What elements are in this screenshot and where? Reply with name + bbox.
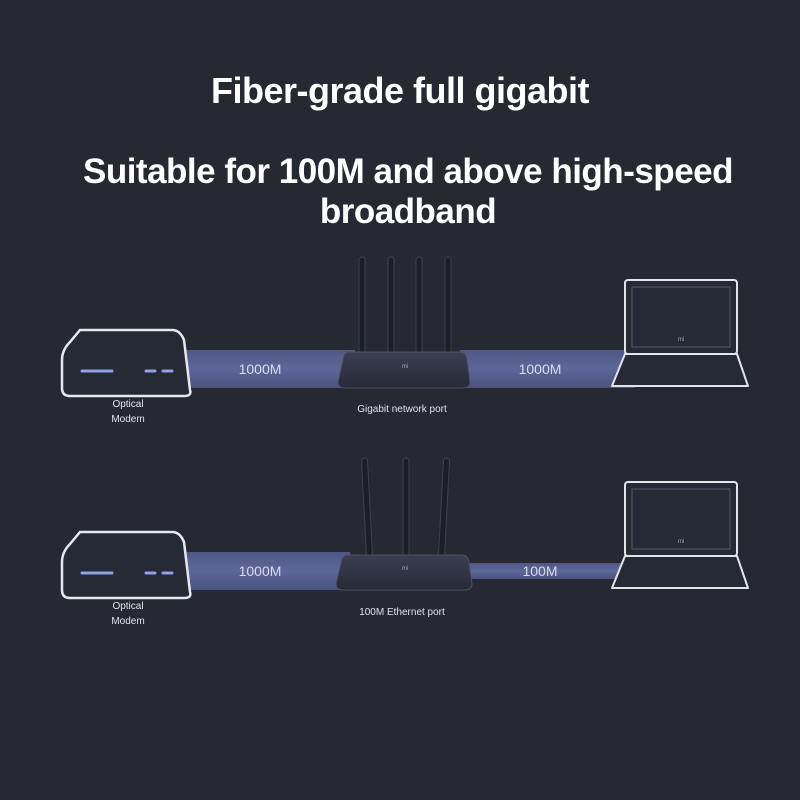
antenna-2 — [402, 457, 410, 559]
link-speed-left: 1000M — [239, 361, 282, 377]
antenna-2 — [387, 256, 395, 358]
link-band-modem-router — [180, 552, 350, 590]
scenario-gigabit: Optical Modem mi Gigabit network port 10… — [60, 256, 749, 425]
antenna-1 — [361, 457, 373, 559]
modem-label-line1: Optical — [112, 601, 143, 612]
router-gigabit: mi — [337, 256, 471, 389]
laptop-base — [611, 555, 749, 589]
link-speed-left: 1000M — [239, 563, 282, 579]
router-logo: mi — [402, 566, 408, 572]
router-logo: mi — [402, 364, 408, 370]
link-band-router-laptop-narrow — [466, 563, 631, 579]
antenna-4 — [444, 256, 452, 358]
page-subtitle: Suitable for 100M and above high-speed b… — [82, 152, 734, 231]
laptop-logo: mi — [678, 337, 684, 343]
modem-label-line2: Modem — [111, 414, 144, 425]
laptop: mi — [611, 279, 749, 387]
optical-modem — [60, 328, 192, 398]
antenna-1 — [358, 256, 366, 358]
laptop: mi — [611, 481, 749, 589]
modem-label-line2: Modem — [111, 616, 144, 627]
scenario-100m: Optical Modem mi 100M Ethernet port 1000… — [60, 457, 749, 627]
page-title: Fiber-grade full gigabit — [210, 70, 590, 111]
antenna-3 — [415, 256, 423, 358]
optical-modem — [60, 530, 192, 600]
laptop-base — [611, 353, 749, 387]
antenna-3 — [438, 457, 450, 559]
link-speed-right: 1000M — [519, 361, 562, 377]
link-speed-right: 100M — [522, 563, 557, 579]
modem-label-line1: Optical — [112, 399, 143, 410]
link-band-router-laptop — [460, 350, 635, 388]
router-caption: Gigabit network port — [357, 404, 447, 415]
router-100m: mi — [335, 457, 473, 591]
link-band-modem-router — [180, 350, 355, 388]
router-caption: 100M Ethernet port — [359, 607, 445, 618]
laptop-logo: mi — [678, 539, 684, 545]
